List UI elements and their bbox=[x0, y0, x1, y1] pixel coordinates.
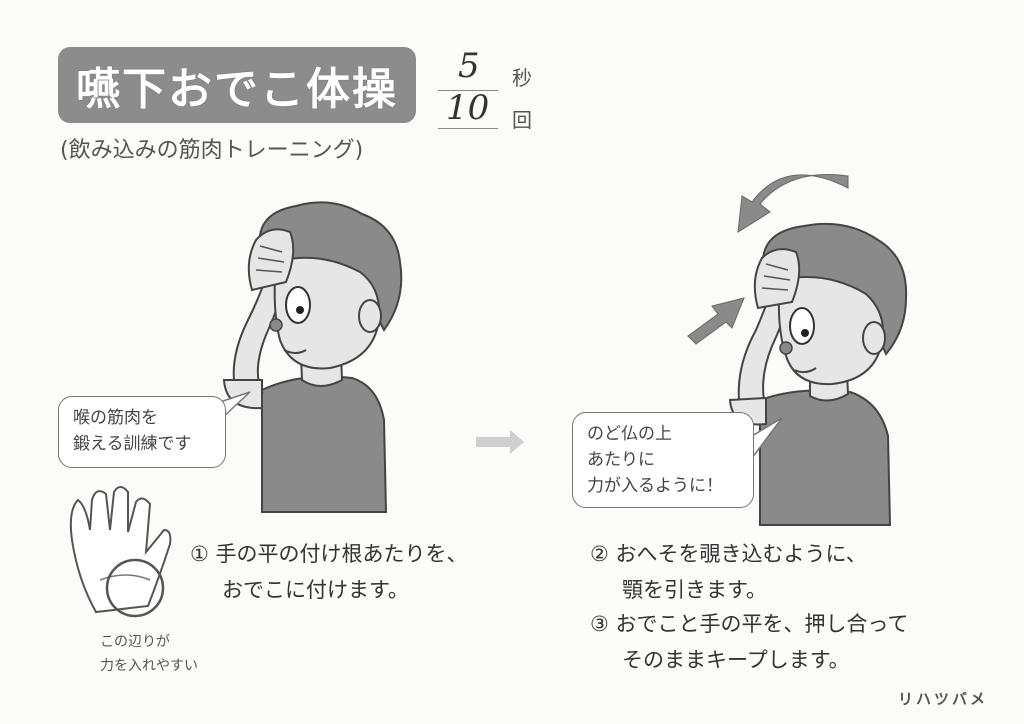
curved-arrow-icon bbox=[737, 174, 849, 233]
palm-circle bbox=[105, 558, 165, 618]
step-3-line2: そのままキープします。 bbox=[622, 648, 850, 672]
palm-note-line1: この辺りが bbox=[100, 634, 170, 650]
left-face bbox=[273, 256, 381, 370]
seconds-value: 5 bbox=[458, 46, 480, 86]
right-bubble-line2: あたりに bbox=[587, 450, 655, 470]
reps-rule bbox=[438, 128, 498, 129]
reps-unit: 回 bbox=[512, 108, 532, 132]
page-title: 嚥下おでこ体操 bbox=[76, 64, 398, 115]
right-figure bbox=[687, 174, 908, 526]
reps-value: 10 bbox=[446, 88, 490, 128]
right-speech-bubble: のど仏の上 あたりに 力が入るように！ bbox=[572, 412, 754, 508]
brand-logo: リハツバメ bbox=[897, 690, 988, 708]
seconds-rule bbox=[438, 90, 498, 91]
step-2: ② おへそを覗き込むように、 顎を引きます。 bbox=[590, 536, 867, 608]
palm-note-line2: 力を入れやすい bbox=[100, 658, 198, 674]
step-2-line2: 顎を引きます。 bbox=[622, 578, 767, 602]
left-bubble-line1: 喉の筋肉を bbox=[73, 408, 158, 428]
palm-illustration bbox=[69, 486, 172, 618]
left-shirt bbox=[261, 375, 388, 513]
step-1: ① 手の平の付け根あたりを、 おでこに付けます。 bbox=[190, 536, 468, 608]
step-3: ③ おでこと手の平を、押し合って そのままキープします。 bbox=[590, 606, 908, 678]
right-bubble-line1: のど仏の上 bbox=[587, 424, 672, 444]
left-bubble-line2: 鍛える訓練です bbox=[73, 434, 192, 454]
left-figure bbox=[222, 201, 403, 513]
next-arrow-icon bbox=[476, 430, 524, 454]
right-bubble-line3: 力が入るように！ bbox=[587, 476, 723, 496]
page-subtitle: (飲み込みの筋肉トレーニング) bbox=[60, 138, 364, 163]
palm-note: この辺りが 力を入れやすい bbox=[100, 630, 198, 678]
step-3-line1: ③ おでこと手の平を、押し合って bbox=[590, 612, 909, 636]
push-arrow-icon bbox=[687, 297, 745, 345]
title-banner: 嚥下おでこ体操 bbox=[58, 47, 416, 123]
step-2-line1: ② おへそを覗き込むように、 bbox=[590, 542, 867, 566]
step-1-line2: おでこに付けます。 bbox=[222, 578, 409, 602]
seconds-unit: 秒 bbox=[512, 66, 532, 90]
step-1-line1: ① 手の平の付け根あたりを、 bbox=[190, 542, 468, 566]
left-speech-bubble: 喉の筋肉を 鍛える訓練です bbox=[58, 396, 226, 468]
